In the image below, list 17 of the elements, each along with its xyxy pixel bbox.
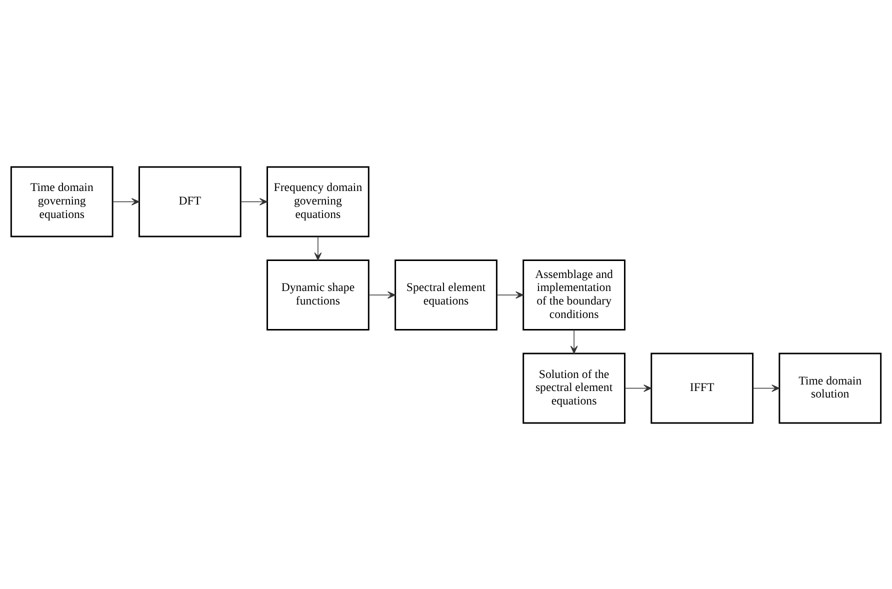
arrow: [496, 290, 524, 298]
arrow: [624, 384, 652, 392]
arrow: [314, 236, 322, 260]
node-box: IFFT: [650, 352, 754, 424]
node-box: Assemblage and implementation of the boundary conditions: [522, 258, 626, 330]
arrow: [570, 329, 578, 354]
arrow: [112, 198, 140, 205]
node-box: Solution of the spectral element equations: [522, 352, 626, 424]
arrow: [240, 198, 268, 205]
node-box: Spectral element equations: [394, 258, 498, 330]
node-box: Time domain governing equations: [10, 166, 114, 237]
node-box: Time domain solution: [778, 352, 882, 424]
node-box: Frequency domain governing equations: [266, 166, 370, 237]
node-box: DFT: [138, 166, 242, 237]
arrow: [752, 384, 780, 392]
node-box: Dynamic shape functions: [266, 258, 370, 330]
arrow: [368, 290, 396, 298]
